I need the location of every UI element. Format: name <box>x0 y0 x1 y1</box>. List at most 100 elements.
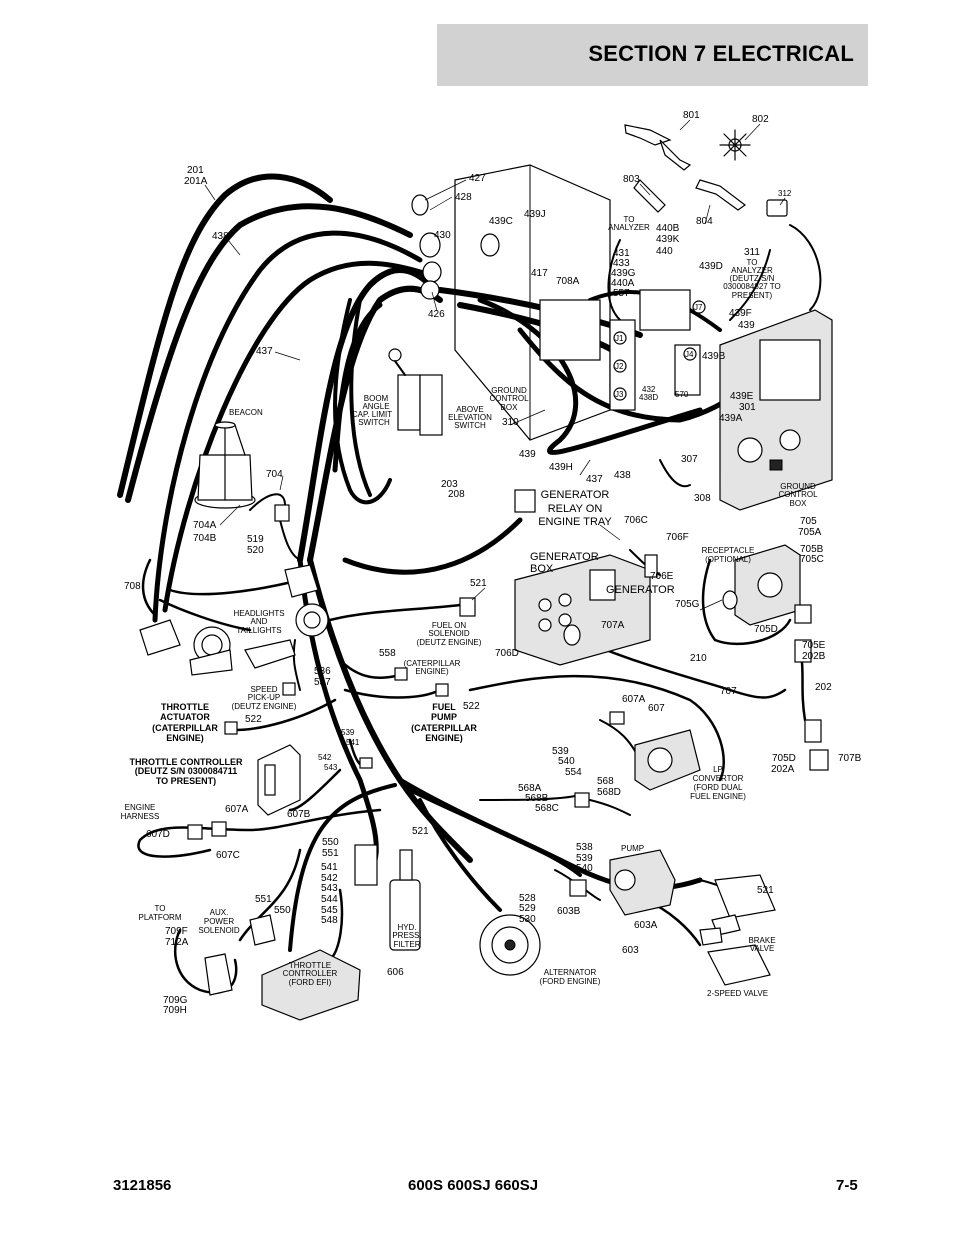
label-522-2: 522 <box>463 701 480 712</box>
label-551: 551 <box>322 848 339 859</box>
label-705d-2: 705D <box>772 753 796 764</box>
label-707a: 707A <box>601 620 625 631</box>
label-beacon: BEACON <box>229 408 263 417</box>
label-540-2: 540 <box>576 863 593 874</box>
label-704: 704 <box>266 469 283 480</box>
label-607c: 607C <box>216 850 240 861</box>
label-521-3: 521 <box>757 885 774 896</box>
label-439: 439 <box>738 320 755 331</box>
label-528: 528 <box>519 893 536 904</box>
label-557: 557 <box>613 288 630 299</box>
label-438d: 438D <box>639 393 658 402</box>
headlight-icon <box>189 626 233 676</box>
connectors-426-430 <box>411 194 500 300</box>
label-705b: 705B <box>800 544 824 555</box>
label-j4: J4 <box>685 350 694 359</box>
label-521-2: 521 <box>412 826 429 837</box>
label-568b: 568B <box>525 793 549 804</box>
label-550-2: 550 <box>274 905 291 916</box>
label-440a: 440A <box>611 278 635 289</box>
label-706c: 706C <box>624 515 648 526</box>
hyd-filter-icon <box>389 849 421 951</box>
limit-switches <box>388 348 443 436</box>
label-804: 804 <box>696 216 713 227</box>
label-607b: 607B <box>287 809 311 820</box>
label-427: 427 <box>469 173 486 184</box>
label-j3: J3 <box>615 390 624 399</box>
label-705e: 705E <box>802 640 826 651</box>
label-j7: J7 <box>694 303 703 312</box>
two-speed-valve-icon <box>699 927 771 986</box>
label-548: 548 <box>321 915 338 926</box>
label-529: 529 <box>519 903 536 914</box>
label-438-lower: 438 <box>614 470 631 481</box>
label-708: 708 <box>124 581 141 592</box>
label-568d: 568D <box>597 787 621 798</box>
label-704b: 704B <box>193 533 217 544</box>
label-568: 568 <box>597 776 614 787</box>
label-203: 203 <box>441 479 458 490</box>
label-603a: 603A <box>634 920 658 931</box>
label-803: 803 <box>623 174 640 185</box>
label-439c: 439C <box>489 216 513 227</box>
throttle-controller-deutz <box>257 744 301 816</box>
label-521: 521 <box>470 578 487 589</box>
label-417: 417 <box>531 268 548 279</box>
label-570: 570 <box>675 390 689 399</box>
connector-706e-icon <box>644 554 658 578</box>
label-438: 438 <box>212 231 229 242</box>
label-202: 202 <box>815 682 832 693</box>
leader-lines <box>204 119 786 611</box>
connector-312-icon <box>766 199 788 217</box>
footer-models: 600S 600SJ 660SJ <box>408 1177 539 1194</box>
label-520: 520 <box>247 545 264 556</box>
label-706d: 706D <box>495 648 519 659</box>
label-706e: 706E <box>650 571 674 582</box>
relay-550 <box>354 844 378 886</box>
section-title: SECTION 7 ELECTRICAL <box>588 41 854 66</box>
callout-labels: 801 802 803 804 312 201 201A 427 428 438… <box>121 110 862 1016</box>
footer-doc-number: 3121856 <box>113 1177 172 1194</box>
label-708a: 708A <box>556 276 580 287</box>
label-519: 519 <box>247 534 264 545</box>
label-712a: 712A <box>165 937 189 948</box>
label-554: 554 <box>565 767 582 778</box>
lp-convertor-icon <box>634 729 701 791</box>
label-440: 440 <box>656 246 673 257</box>
label-536: 536 <box>314 666 331 677</box>
brake-valve-icon <box>711 874 776 936</box>
label-432: 432 <box>642 385 656 394</box>
label-437-lower: 437 <box>586 474 603 485</box>
label-312: 312 <box>778 189 792 198</box>
label-439d: 439D <box>699 261 723 272</box>
ground-control-box-frame <box>454 164 611 441</box>
label-428: 428 <box>455 192 472 203</box>
label-hyd-filter: HYD.PRESS.FILTER <box>392 923 421 949</box>
label-540: 540 <box>558 756 575 767</box>
label-208: 208 <box>448 489 465 500</box>
label-551-2: 551 <box>255 894 272 905</box>
label-706f: 706F <box>666 532 689 543</box>
beacon-icon <box>194 421 256 509</box>
label-545: 545 <box>321 905 338 916</box>
label-437: 437 <box>256 346 273 357</box>
label-alternator: ALTERNATOR(FORD ENGINE) <box>540 968 601 986</box>
label-607a: 607A <box>622 694 646 705</box>
label-431: 431 <box>613 248 630 259</box>
label-705a: 705A <box>798 527 822 538</box>
label-606: 606 <box>387 967 404 978</box>
label-705d: 705D <box>754 624 778 635</box>
label-530: 530 <box>519 914 536 925</box>
